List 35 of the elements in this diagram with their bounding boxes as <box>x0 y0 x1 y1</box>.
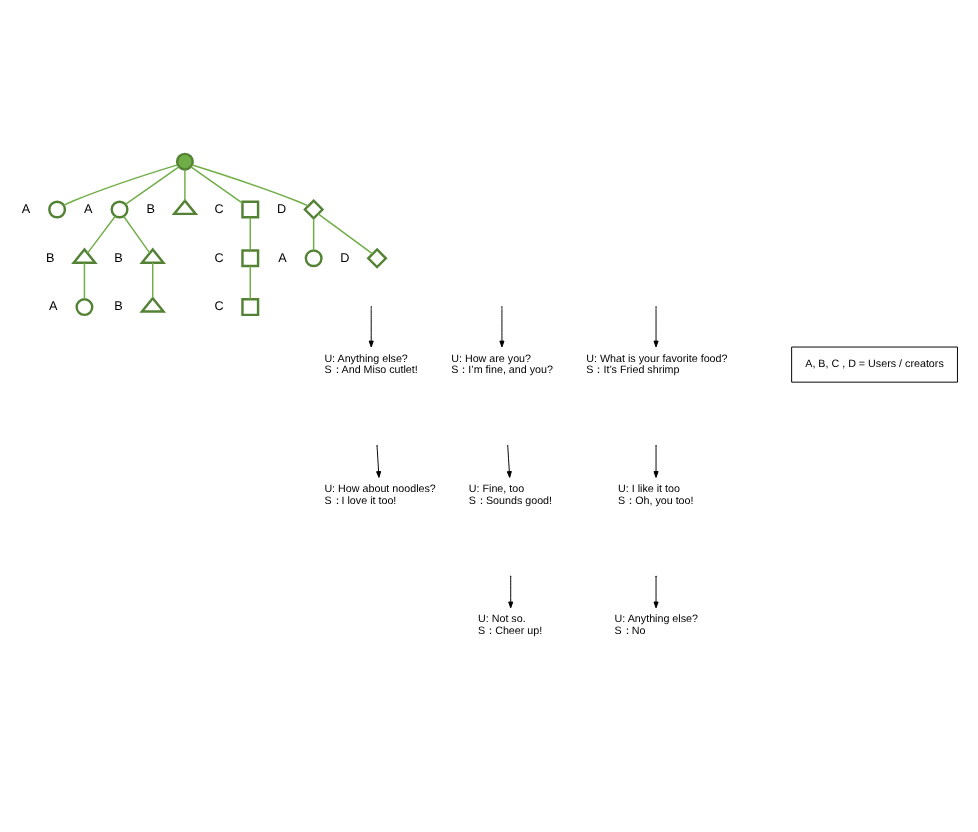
connector <box>152 261 154 298</box>
node-circle <box>48 199 67 218</box>
node-circle <box>175 151 194 170</box>
arrow <box>368 306 374 347</box>
arrow <box>653 575 659 608</box>
connector <box>83 261 86 299</box>
node-box <box>241 199 260 218</box>
node-circle <box>75 297 94 316</box>
connector <box>122 214 151 253</box>
connector <box>312 216 315 251</box>
node-box <box>241 248 260 267</box>
connector <box>86 214 116 253</box>
connector <box>249 264 251 299</box>
connector <box>184 168 186 201</box>
connector <box>190 165 244 203</box>
node-box <box>241 297 260 316</box>
node-diamond <box>366 246 388 268</box>
connector <box>317 212 374 254</box>
node-triangle <box>71 246 98 263</box>
connector <box>249 215 251 251</box>
connector <box>191 163 309 206</box>
connector <box>125 165 180 204</box>
connector <box>63 163 179 205</box>
arrow <box>653 306 659 347</box>
node-triangle <box>171 197 199 215</box>
arrow <box>653 444 659 477</box>
arrow <box>499 306 505 347</box>
node-diamond <box>303 198 325 219</box>
node-circle <box>110 199 129 218</box>
node-circle <box>304 248 323 267</box>
node-triangle <box>139 246 166 263</box>
arrow <box>508 575 514 608</box>
node-triangle <box>139 295 166 312</box>
arrow <box>506 444 512 477</box>
arrow <box>376 444 382 477</box>
